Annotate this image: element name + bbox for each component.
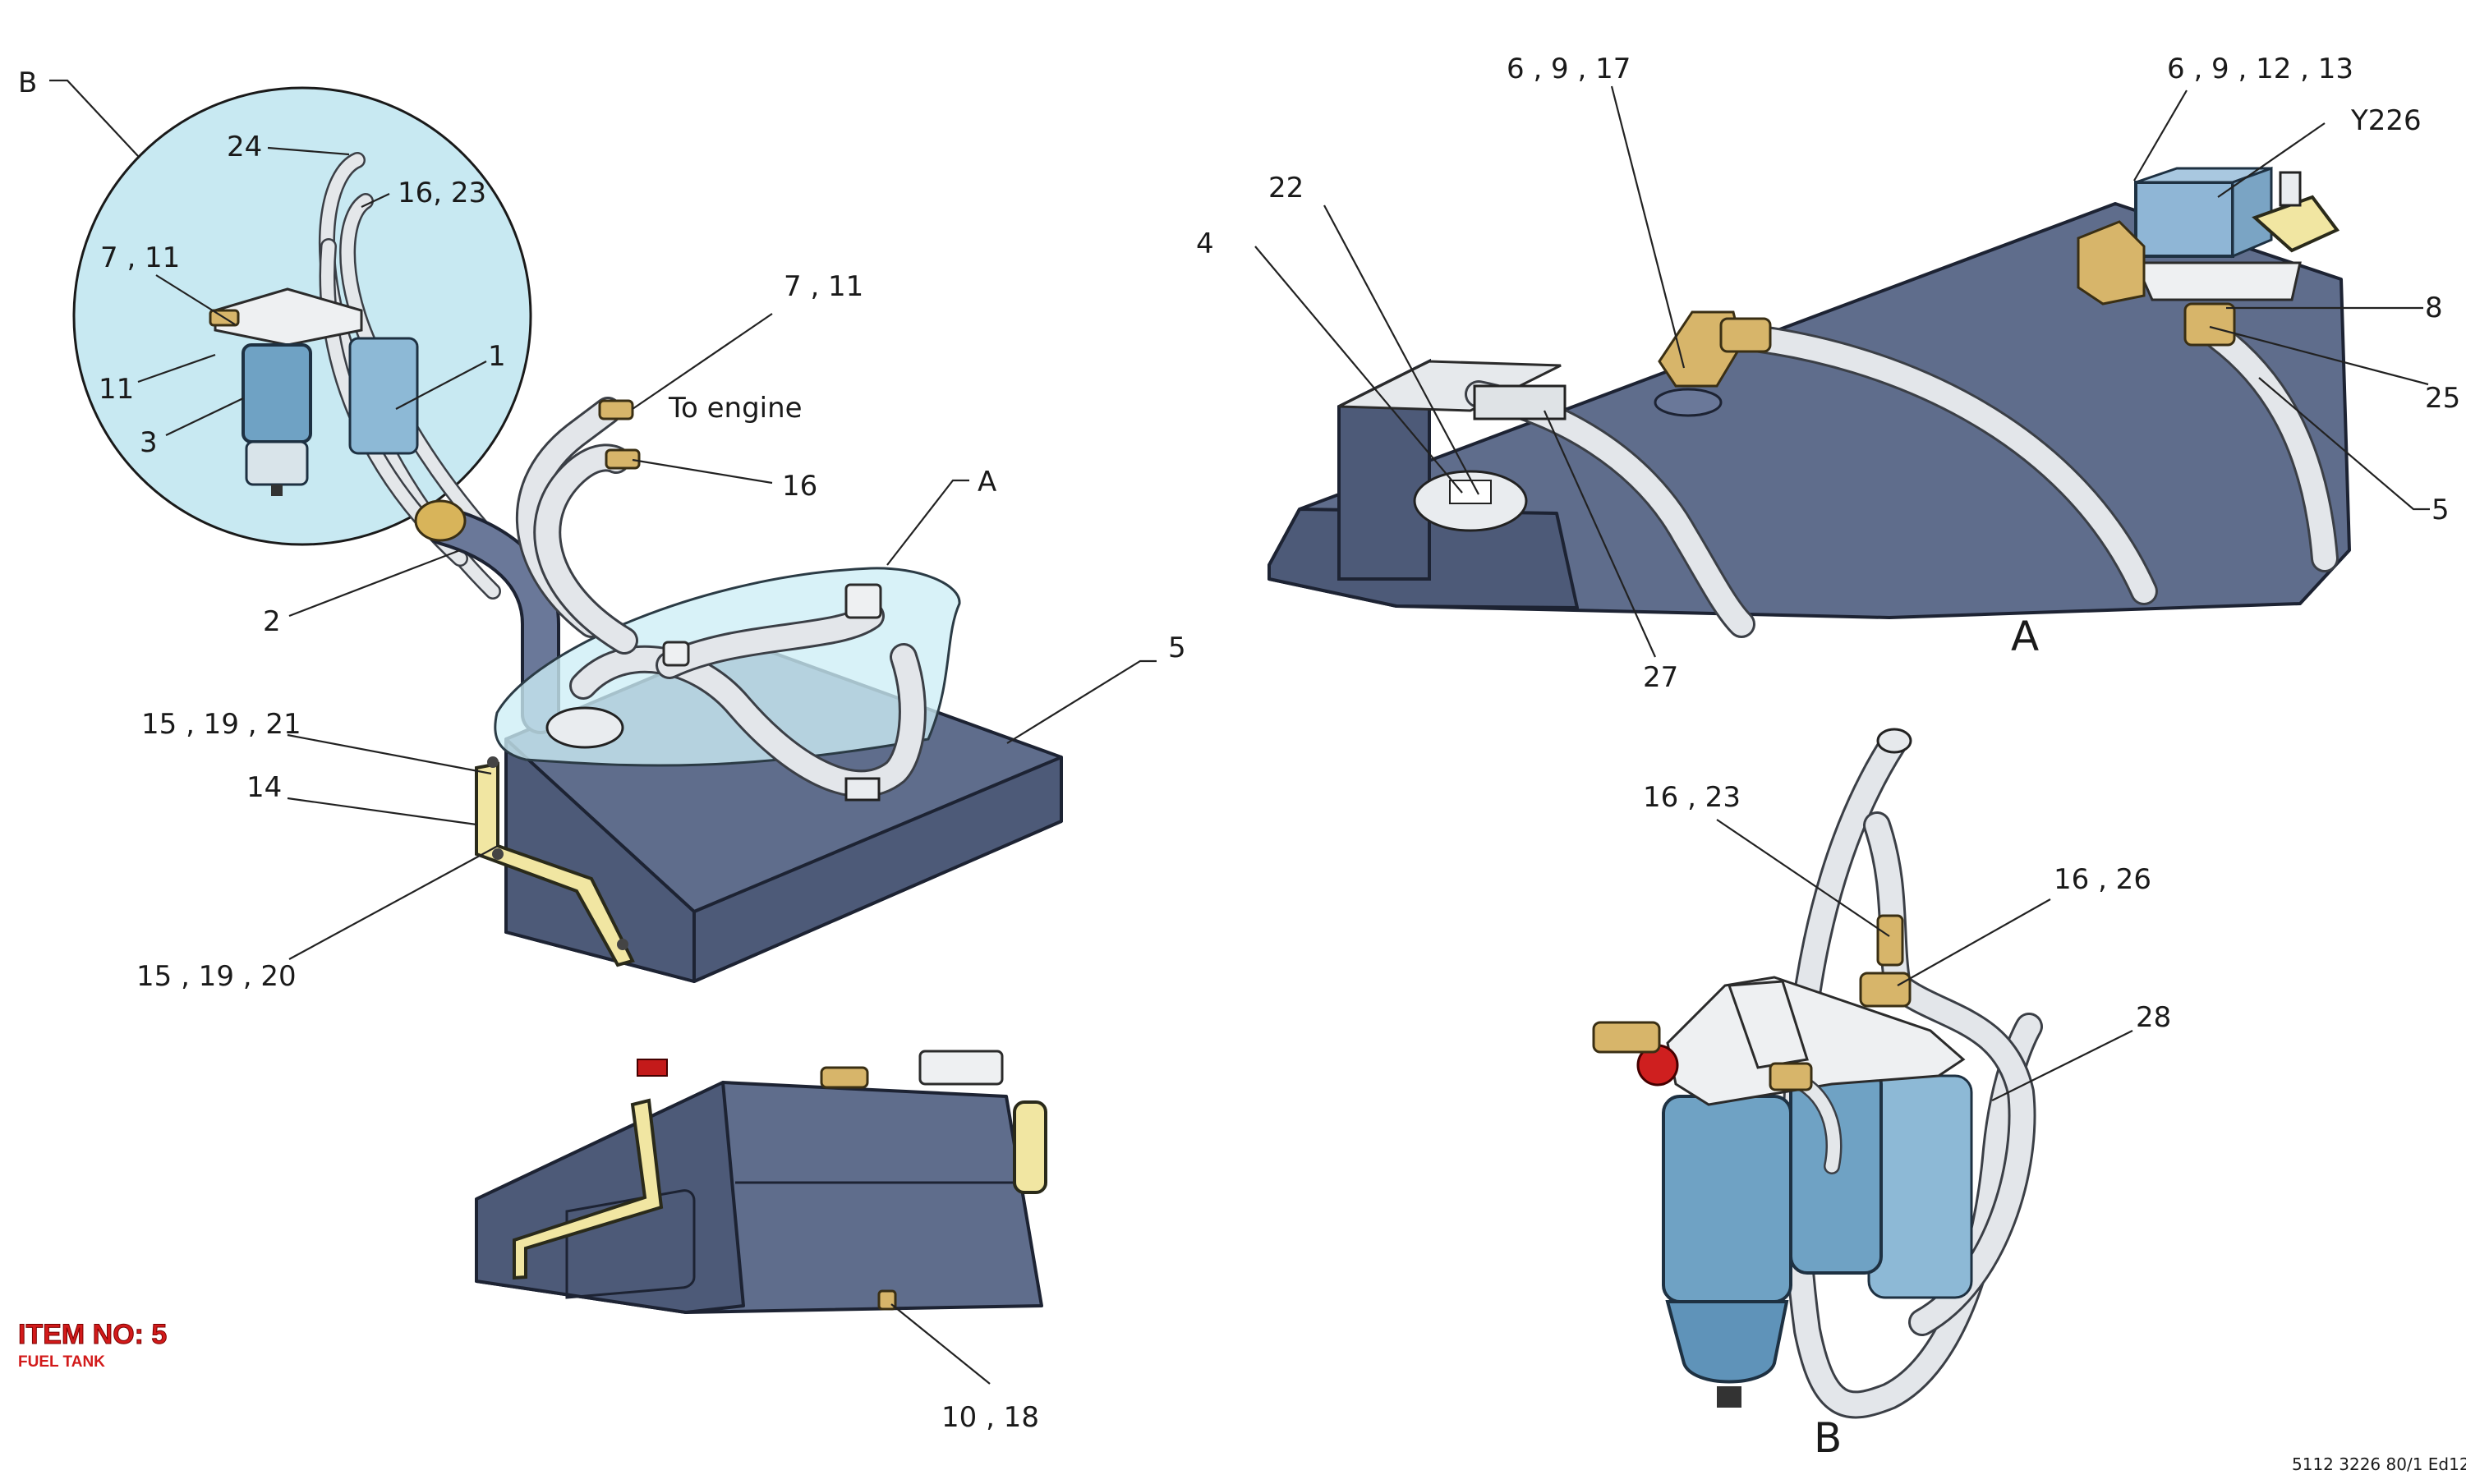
label-8: 8	[2425, 292, 2443, 324]
detail-b-drain	[1717, 1386, 1741, 1408]
tank-rear-view	[475, 1050, 1047, 1314]
caption-b: B	[1814, 1414, 1842, 1462]
label-2: 2	[263, 605, 281, 638]
tank-solenoid	[844, 583, 882, 619]
detail-b-filter-1	[1867, 1074, 1973, 1299]
rear-bracket-right	[1013, 1100, 1047, 1194]
engine-fitting-2	[605, 448, 641, 470]
label-y226: Y226	[2350, 104, 2422, 137]
label-a-top: A	[978, 466, 996, 498]
label-5-main: 5	[1168, 632, 1186, 664]
bubble-filter-3	[242, 343, 312, 443]
detail-b-filter-3	[1662, 1095, 1792, 1303]
detail-b	[1592, 728, 2043, 1419]
callouts: B 24 16, 23 7 , 11 11 3 1 7 , 11 To engi…	[18, 53, 2466, 1474]
label-16-23-b: 16 , 23	[1643, 781, 1741, 814]
filler-cap	[414, 499, 467, 542]
rear-cover	[918, 1050, 1004, 1086]
fitting-25	[2183, 302, 2236, 347]
label-5-detail: 5	[2431, 494, 2450, 526]
label-27: 27	[1643, 661, 1678, 694]
detail-a	[1268, 166, 2351, 638]
rear-fitting	[820, 1066, 869, 1089]
label-4: 4	[1196, 227, 1214, 260]
detail-a-clamp	[1473, 384, 1567, 420]
label-16-26: 16 , 26	[2054, 863, 2151, 896]
rear-tank-panel	[565, 1189, 696, 1299]
label-10-18: 10 , 18	[941, 1401, 1039, 1434]
bubble-filter-head	[214, 287, 363, 347]
label-15-19-20: 15 , 19 , 20	[136, 960, 297, 993]
label-25: 25	[2425, 382, 2460, 415]
detail-b-fitting-16-26	[1859, 972, 1912, 1008]
label-3: 3	[140, 426, 158, 459]
label-15-19-21: 15 , 19 , 21	[141, 708, 301, 741]
label-16: 16	[782, 470, 817, 503]
leader-lines	[49, 79, 2430, 1385]
label-16-23-top: 16, 23	[398, 177, 486, 209]
label-6-9-12-13: 6 , 9 , 12 , 13	[2167, 53, 2353, 85]
drawing-reference: 5112 3226 80/1 Ed12	[2292, 1454, 2466, 1474]
detail-b-fitting-left	[1592, 1021, 1661, 1054]
item-number: ITEM NO: 5	[18, 1319, 167, 1350]
label-7-11: 7 , 11	[784, 270, 863, 303]
item-description: FUEL TANK	[18, 1353, 105, 1371]
label-1: 1	[488, 340, 506, 373]
label-7-11-bubble: 7 , 11	[100, 241, 180, 274]
detail-b-fitting-16-23	[1876, 914, 1904, 967]
label-to-engine: To engine	[668, 392, 803, 425]
rear-bracket-left	[513, 1098, 664, 1280]
sender-flange	[545, 706, 624, 749]
detail-b-bowl	[1665, 1300, 1789, 1384]
label-6-9-17: 6 , 9 , 17	[1507, 53, 1631, 85]
bubble-filter-1	[348, 337, 419, 455]
label-11: 11	[99, 373, 134, 406]
drain-valve-handle	[637, 1059, 668, 1077]
label-14: 14	[246, 771, 282, 804]
detail-b-fitting-mid	[1769, 1062, 1813, 1091]
main-assembly	[72, 86, 1063, 983]
label-24: 24	[227, 131, 262, 163]
bubble-bowl	[245, 440, 309, 486]
label-b-top: B	[18, 67, 37, 99]
engine-fitting-1	[598, 399, 634, 420]
tank-fitting	[662, 641, 690, 667]
solenoid-base	[2133, 261, 2302, 301]
solenoid-elbow	[2077, 220, 2146, 306]
caption-a: A	[2011, 613, 2039, 660]
label-22: 22	[1268, 172, 1304, 204]
tank-bracket-14	[475, 761, 635, 967]
hose-clamp	[844, 777, 881, 802]
label-28: 28	[2136, 1001, 2171, 1034]
solenoid-y226	[2134, 181, 2234, 258]
